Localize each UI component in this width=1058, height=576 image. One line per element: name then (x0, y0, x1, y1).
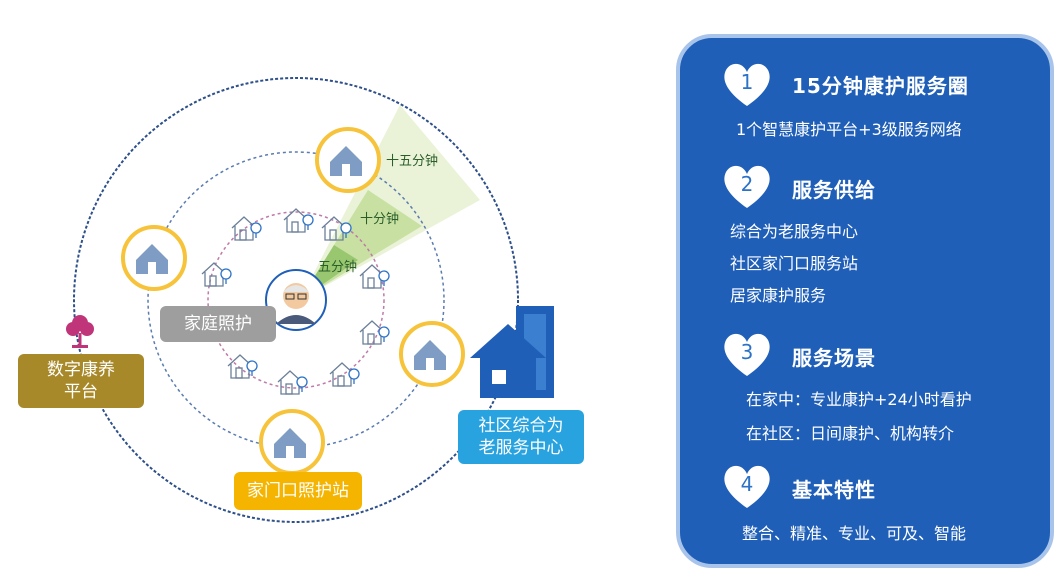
heart-shape (724, 63, 770, 106)
label-line: 老服务中心 (478, 438, 564, 458)
elderly-avatar (265, 269, 327, 331)
heart-shape (724, 333, 770, 376)
station-house-icon (315, 127, 381, 193)
fifteen-minute-label: 十五分钟 (386, 150, 438, 169)
service-circle-diagram: 十五分钟 十分钟 五分钟 家庭照护 家门口照护站 数字康养 平台 社区综合为 老… (18, 77, 584, 523)
label-line: 数字康养 (47, 360, 115, 380)
section-line: 整合、精准、专业、可及、智能 (742, 524, 967, 543)
home-pin-icon (283, 208, 314, 233)
features-panel: 1 15分钟康护服务圈 1个智慧康护平台+3级服务网络 2 服务供给 综合为老服… (676, 34, 1054, 568)
section-title: 基本特性 (792, 478, 876, 502)
home-pin-icon (359, 320, 390, 345)
home-pin-icon (231, 216, 262, 241)
section-title: 服务场景 (792, 346, 876, 370)
care-station-icons (121, 127, 465, 475)
section-number: 4 (740, 472, 754, 496)
label-text: 五分钟 (318, 260, 358, 275)
label-text: 十分钟 (360, 212, 400, 227)
community-building-icon (470, 306, 554, 398)
heart-shape (724, 165, 770, 208)
family-care-label: 家庭照护 (160, 306, 276, 342)
station-house-icon (121, 225, 187, 291)
station-house-icon (259, 409, 325, 475)
doorstep-station-label: 家门口照护站 (234, 472, 362, 510)
home-pin-icon (277, 370, 308, 395)
diagram-canvas (66, 77, 554, 523)
middle-circle (147, 151, 445, 449)
home-pin-icon (201, 262, 232, 287)
section-title: 服务供给 (792, 178, 876, 202)
section-title: 15分钟康护服务圈 (792, 74, 969, 98)
label-line: 社区综合为 (478, 416, 564, 436)
home-pin-icon (359, 264, 390, 289)
label-text: 十五分钟 (386, 154, 439, 169)
section-number: 2 (740, 172, 754, 196)
section-line: 居家康护服务 (730, 286, 827, 305)
heart-icon: 3 (720, 330, 774, 378)
heart-icon: 4 (720, 462, 774, 510)
outer-circle (73, 77, 519, 523)
section-number: 3 (740, 340, 754, 364)
ten-minute-label: 十分钟 (360, 208, 399, 227)
label-text: 家庭照护 (184, 314, 252, 334)
home-pin-icon (227, 354, 258, 379)
home-icons (201, 208, 390, 395)
inner-circle (207, 211, 385, 389)
home-pin-icon (321, 216, 352, 241)
section-line: 综合为老服务中心 (730, 222, 859, 241)
section-line: 1个智慧康护平台+3级服务网络 (736, 120, 962, 139)
section-line: 社区家门口服务站 (730, 254, 859, 273)
section-line: 在社区：日间康护、机构转介 (746, 424, 955, 443)
section-line: 在家中：专业康护+24小时看护 (746, 390, 972, 409)
home-pin-icon (329, 362, 360, 387)
label-text: 家门口照护站 (247, 481, 349, 501)
station-house-icon (399, 321, 465, 387)
community-center-label: 社区综合为 老服务中心 (458, 410, 584, 464)
digital-platform-label: 数字康养 平台 (18, 354, 144, 408)
label-line: 平台 (64, 382, 98, 402)
tree-icon (66, 315, 94, 348)
five-minute-label: 五分钟 (318, 256, 357, 275)
heart-icon: 2 (720, 162, 774, 210)
heart-icon: 1 (720, 60, 774, 108)
section-number: 1 (740, 70, 754, 94)
heart-shape (724, 465, 770, 508)
